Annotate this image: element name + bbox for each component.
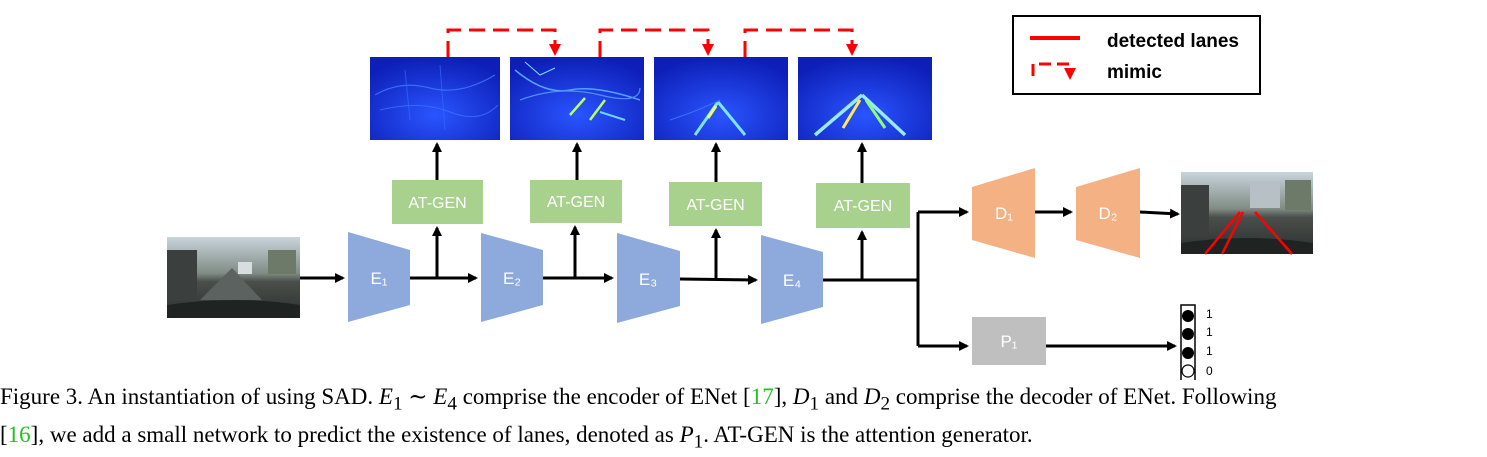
atgen-block-1: AT-GEN bbox=[392, 180, 483, 224]
atgen-output-arrows bbox=[432, 142, 867, 183]
encoder-e1-label: E₁ bbox=[370, 269, 387, 288]
existence-value-4: 0 bbox=[1206, 364, 1213, 378]
atgen-block-3: AT-GEN bbox=[669, 182, 762, 226]
encoder-e4-label: E₄ bbox=[783, 271, 801, 290]
input-road-image bbox=[167, 237, 300, 318]
encoder-e4: E₄ bbox=[761, 235, 823, 324]
citation-16[interactable]: 16 bbox=[7, 421, 31, 447]
caption-line-2: [16], we add a small network to predict … bbox=[0, 421, 1033, 453]
main-path bbox=[300, 207, 1180, 351]
attention-map-1 bbox=[370, 57, 500, 140]
attention-map-4 bbox=[798, 57, 932, 140]
atgen-label-4: AT-GEN bbox=[834, 198, 892, 215]
caption-line-1: Figure 3. An instantiation of using SAD.… bbox=[0, 384, 1277, 415]
diagram-canvas: detected lanes mimic bbox=[167, 15, 1313, 383]
encoder-e2: E₂ bbox=[481, 233, 543, 322]
mimic-arrow-3-4 bbox=[743, 28, 858, 57]
atgen-label-2: AT-GEN bbox=[547, 194, 605, 211]
atgen-block-2: AT-GEN bbox=[530, 180, 622, 223]
detected-lane-3 bbox=[1254, 211, 1293, 255]
encoder-e3-label: E₃ bbox=[639, 270, 657, 289]
existence-dot-1 bbox=[1182, 310, 1194, 322]
existence-dot-2 bbox=[1182, 328, 1194, 340]
existence-vector: 1 1 1 0 bbox=[1180, 304, 1213, 383]
legend-detected-label: detected lanes bbox=[1107, 31, 1239, 52]
mimic-arrow-1-2 bbox=[446, 28, 561, 57]
existence-value-3: 1 bbox=[1206, 344, 1213, 358]
legend-mimic-label: mimic bbox=[1107, 62, 1162, 83]
attention-map-3 bbox=[654, 57, 788, 140]
figure-caption: Figure 3. An instantiation of using SAD.… bbox=[0, 382, 1487, 457]
atgen-label-3: AT-GEN bbox=[686, 197, 744, 214]
detected-lane-1 bbox=[1204, 211, 1241, 255]
existence-dot-4 bbox=[1181, 364, 1195, 378]
atgen-label-1: AT-GEN bbox=[408, 195, 466, 212]
predictor-p1: P₁ bbox=[972, 317, 1046, 365]
decoder-d1-label: D₁ bbox=[995, 204, 1013, 223]
predictor-p1-label: P₁ bbox=[1000, 332, 1017, 351]
decoder-d2-label: D₂ bbox=[1099, 204, 1118, 223]
detected-lane-2 bbox=[1220, 211, 1245, 255]
encoder-e3: E₃ bbox=[617, 233, 680, 323]
mimic-connections bbox=[446, 28, 858, 57]
decoder-d1: D₁ bbox=[972, 168, 1035, 258]
attention-map-2 bbox=[510, 57, 644, 140]
legend-box bbox=[1012, 15, 1261, 95]
decoder-d2: D₂ bbox=[1076, 168, 1140, 258]
legend-mimic-icon bbox=[1031, 62, 1076, 80]
citation-17[interactable]: 17 bbox=[750, 384, 774, 409]
legend: detected lanes mimic bbox=[1012, 15, 1261, 95]
atgen-input-arrows bbox=[432, 225, 867, 280]
encoder-e1: E₁ bbox=[348, 232, 410, 322]
encoder-e2-label: E₂ bbox=[503, 269, 521, 288]
existence-value-2: 1 bbox=[1206, 325, 1213, 339]
existence-value-1: 1 bbox=[1206, 307, 1213, 321]
atgen-block-4: AT-GEN bbox=[816, 183, 910, 228]
output-lane-image bbox=[1181, 172, 1313, 255]
mimic-arrow-2-3 bbox=[598, 28, 714, 57]
existence-dot-3 bbox=[1182, 347, 1194, 359]
